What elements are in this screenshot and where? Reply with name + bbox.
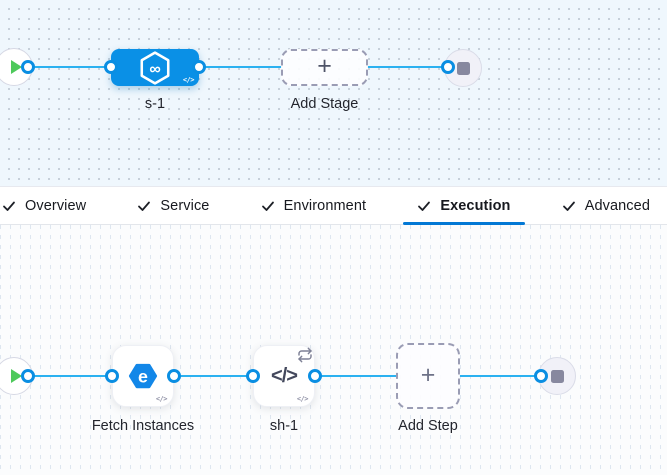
pipeline-tabbar: Overview Service Environment Execution A…: [0, 186, 667, 225]
add-step-label[interactable]: Add Step: [398, 418, 458, 434]
connector-line: [174, 375, 253, 377]
svg-text:e: e: [138, 367, 148, 387]
connector-line: [459, 375, 542, 377]
connector-port[interactable]: [21, 369, 35, 383]
step-label: sh-1: [269, 418, 299, 434]
tab-advanced[interactable]: Advanced: [562, 187, 650, 224]
check-icon: [138, 201, 151, 211]
connector-port[interactable]: [192, 60, 206, 74]
connector-port[interactable]: [104, 60, 118, 74]
connector-port[interactable]: [246, 369, 260, 383]
connector-port[interactable]: [534, 369, 548, 383]
connector-line: [20, 66, 111, 68]
connector-port[interactable]: [21, 60, 35, 74]
stop-icon: [550, 369, 564, 383]
step-node-fetch-instances[interactable]: e </>: [112, 345, 174, 407]
check-icon: [418, 201, 431, 211]
code-icon[interactable]: </>: [296, 395, 309, 403]
stage-pipeline-canvas[interactable]: ∞ </> s-1 + Add Stage: [0, 0, 667, 186]
shell-script-icon: </>: [271, 364, 298, 387]
check-icon: [261, 201, 274, 211]
tab-environment[interactable]: Environment: [261, 187, 367, 224]
loop-strategy-icon[interactable]: [297, 347, 313, 363]
tab-overview[interactable]: Overview: [2, 187, 86, 224]
svg-text:∞: ∞: [149, 60, 160, 77]
play-icon: [10, 60, 22, 74]
tab-service[interactable]: Service: [137, 187, 209, 224]
pipeline-start-node[interactable]: [0, 48, 33, 86]
add-stage-button[interactable]: +: [281, 49, 368, 86]
code-icon[interactable]: </>: [182, 76, 195, 84]
fetch-instances-icon: e: [128, 363, 158, 389]
connector-line: [367, 66, 448, 68]
execution-end-node[interactable]: [538, 357, 576, 395]
connector-port[interactable]: [167, 369, 181, 383]
plus-icon: +: [317, 52, 332, 80]
tab-execution[interactable]: Execution: [403, 187, 525, 225]
check-icon: [3, 201, 15, 211]
stage-label: s-1: [144, 96, 166, 112]
connector-port[interactable]: [308, 369, 322, 383]
deploy-stage-icon: ∞: [140, 50, 170, 85]
play-icon: [10, 369, 22, 383]
code-icon[interactable]: </>: [155, 395, 168, 403]
connector-port[interactable]: [441, 60, 455, 74]
add-step-button[interactable]: +: [396, 343, 460, 409]
add-stage-label[interactable]: Add Stage: [290, 96, 359, 112]
connector-line: [20, 375, 112, 377]
plus-icon: +: [420, 360, 436, 389]
step-node-sh1[interactable]: </> </>: [253, 345, 315, 407]
execution-canvas[interactable]: e </> Fetch Instances </> </> sh-1 + Add…: [0, 225, 667, 475]
connector-line: [315, 375, 397, 377]
check-icon: [562, 201, 575, 211]
stop-icon: [456, 61, 470, 75]
step-label: Fetch Instances: [91, 418, 195, 434]
connector-line: [199, 66, 282, 68]
connector-port[interactable]: [105, 369, 119, 383]
stage-node-s1[interactable]: ∞ </>: [111, 49, 199, 86]
